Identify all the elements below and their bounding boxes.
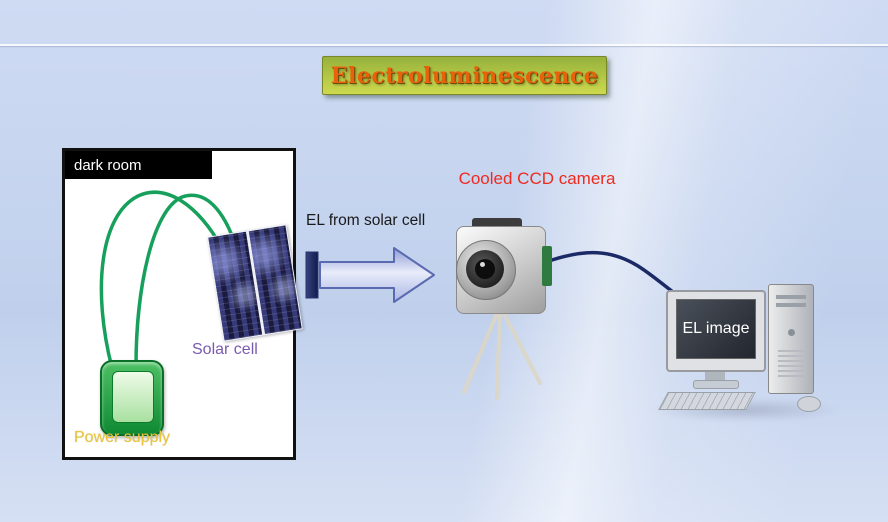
monitor-screen: EL image: [676, 299, 756, 359]
dark-room-label-bar: dark room: [65, 151, 212, 179]
power-wire-2-icon: [134, 193, 242, 368]
ccd-camera-label: Cooled CCD camera: [458, 169, 616, 188]
mouse-icon: [797, 396, 821, 412]
el-image-label: EL image: [682, 320, 750, 337]
tripod-leg-middle-icon: [495, 304, 502, 400]
el-from-solar-cell-label: EL from solar cell: [306, 212, 426, 229]
el-flow-arrow-icon: [319, 247, 435, 303]
power-supply-label: Power supply: [74, 429, 171, 446]
tripod-leg-left-icon: [462, 304, 502, 394]
dark-room-label: dark room: [74, 156, 142, 174]
power-supply-screen-icon: [112, 371, 154, 423]
solar-cell-label: Solar cell: [192, 341, 258, 358]
tripod-leg-right-icon: [498, 304, 542, 385]
ccd-camera-image: [450, 214, 560, 324]
tower-drive-slot-icon: [776, 295, 806, 299]
title-banner: Electroluminescence: [322, 56, 607, 95]
camera-pcb-icon: [542, 246, 552, 286]
page-title: Electroluminescence: [330, 62, 599, 89]
monitor-base-icon: [693, 380, 739, 389]
tower-power-button-icon: [788, 329, 795, 336]
monitor-stand-icon: [705, 372, 725, 381]
power-wire-1-icon: [99, 190, 224, 370]
keyboard-icon: [658, 392, 756, 410]
divider-line: [0, 44, 888, 46]
tower-vents-icon: [778, 347, 804, 377]
power-supply-device: [100, 360, 164, 436]
camera-lens-glint-icon: [480, 262, 485, 267]
tower-drive-slot-icon: [776, 303, 806, 307]
computer-image: EL image: [655, 280, 855, 430]
arrow-source-bar-icon: [305, 251, 319, 299]
monitor-icon: EL image: [666, 290, 766, 372]
computer-tower-icon: [768, 284, 814, 394]
solar-cell-image: [207, 224, 303, 342]
camera-lens-inner-icon: [475, 259, 495, 279]
